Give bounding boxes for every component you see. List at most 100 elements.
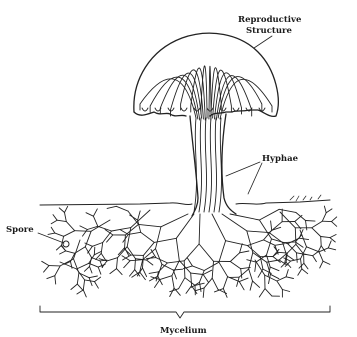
- mycelium-branch: [124, 261, 130, 268]
- mycelium-branch: [321, 237, 322, 246]
- label-spore: Spore: [6, 225, 34, 235]
- mycelium-branch: [258, 269, 263, 277]
- mycelium-branch: [77, 290, 83, 294]
- mycelium-branch: [89, 278, 92, 286]
- mycelium-branch: [326, 209, 332, 213]
- mycelium-branch: [279, 209, 296, 212]
- mycelium-branch: [191, 273, 204, 274]
- mycelium-branch: [176, 214, 194, 238]
- mycelium-branch: [253, 253, 267, 263]
- mycelium-branch: [107, 206, 116, 208]
- mycelium-branch: [307, 247, 320, 252]
- mycelium-branch: [89, 276, 97, 278]
- mycelium-branch: [284, 258, 291, 261]
- stalk-hypha-strand: [214, 118, 217, 212]
- mycelium-branch: [55, 233, 64, 236]
- mycelium-branch: [247, 231, 269, 233]
- mycelium-branch: [239, 282, 244, 290]
- mycelium-branch: [204, 262, 219, 270]
- stalk-hypha-strand: [219, 118, 222, 212]
- mycelium-branch: [90, 267, 93, 274]
- mycelium-branch: [170, 288, 174, 296]
- mycelium-branch: [51, 227, 55, 233]
- mycelium-branch: [156, 227, 161, 249]
- mycelium-branch: [65, 213, 67, 222]
- mycelium-branch: [323, 261, 330, 264]
- mycelium-branch: [98, 226, 112, 231]
- mycelium-branch: [200, 271, 205, 283]
- mycelium-branch: [286, 270, 288, 277]
- mycelium-branch: [282, 290, 289, 292]
- mycelium-branch: [94, 247, 95, 255]
- mycelium-branch: [301, 259, 302, 269]
- soil-surface: [40, 195, 330, 205]
- mycelium-branch: [302, 269, 308, 274]
- mycelium-branch: [320, 261, 323, 268]
- mycelium-branch: [187, 258, 192, 266]
- mycelium-branch: [156, 249, 162, 265]
- mycelium-branch: [143, 242, 154, 255]
- mycelium-branch: [66, 222, 74, 231]
- mycelium-branch: [95, 282, 99, 289]
- mycelium-branch: [75, 231, 91, 232]
- mycelium-branch: [172, 261, 179, 276]
- mycelium-branch: [83, 280, 84, 290]
- mycelium-branch: [156, 258, 168, 263]
- mycelium-branch: [203, 288, 204, 298]
- mycelium-branch: [80, 226, 87, 230]
- mycelium-branch: [269, 274, 271, 283]
- mycelium-branch: [138, 211, 141, 220]
- mycelium-branch: [55, 266, 60, 276]
- mycelium-branch: [160, 276, 172, 280]
- spore: [63, 241, 69, 247]
- mycelium-branch: [56, 245, 61, 250]
- mycelium-branch: [271, 221, 272, 230]
- mycelium-branch: [117, 269, 123, 275]
- mycelium-branch: [110, 269, 117, 274]
- mycelium-branch: [96, 253, 102, 259]
- mycelium-branch: [127, 228, 131, 247]
- mycelium-branch: [64, 231, 75, 237]
- mycelium-branch: [212, 214, 226, 241]
- mycelium-branch: [86, 213, 93, 217]
- mycelium-branch: [74, 240, 81, 259]
- mycelium-branch: [161, 214, 188, 227]
- mycelium-branch: [93, 209, 97, 216]
- mycelium-branch: [141, 232, 155, 242]
- label-mycelium: Mycelium: [160, 326, 207, 336]
- mycelium-branch: [138, 220, 141, 232]
- mycelium-branch: [48, 233, 55, 234]
- mycelium-branch: [203, 275, 208, 283]
- mycelium-branch: [328, 248, 335, 250]
- mycelium-branch: [255, 262, 256, 271]
- mycelium-branch: [312, 221, 323, 228]
- mycelium-branch: [117, 258, 118, 269]
- mycelium-branch: [158, 276, 163, 284]
- stalk-hypha-strand: [204, 118, 207, 212]
- mycelium-branch: [240, 251, 249, 253]
- mycelium-branch: [191, 273, 192, 286]
- mycelium-branch: [130, 270, 135, 276]
- mycelium-branch: [47, 276, 55, 279]
- mycelium-branch: [264, 240, 275, 245]
- stalk-hypha-strand: [199, 118, 202, 212]
- mycelium-branch: [95, 277, 101, 282]
- mycelium-branch: [265, 289, 272, 297]
- cap-fringe-loop: [194, 108, 200, 111]
- mycelium-branch: [55, 276, 56, 284]
- mycelium-branch: [230, 214, 259, 220]
- mycelium-branch: [223, 277, 227, 289]
- mycelium-branch: [277, 281, 283, 290]
- reproductive-structure: [134, 33, 278, 216]
- mycelium-branch: [332, 222, 337, 227]
- mycelium-branch: [321, 237, 330, 238]
- mycelium-branch: [42, 261, 49, 265]
- mycelium-branch: [249, 269, 253, 281]
- cap-fringe-loop: [207, 108, 213, 111]
- cap-fringe-loop: [181, 108, 187, 111]
- mycelium-branch: [85, 280, 95, 282]
- mycelium-branch: [253, 281, 260, 287]
- mycelium-branch: [77, 273, 79, 284]
- mycelium-branch: [230, 262, 240, 269]
